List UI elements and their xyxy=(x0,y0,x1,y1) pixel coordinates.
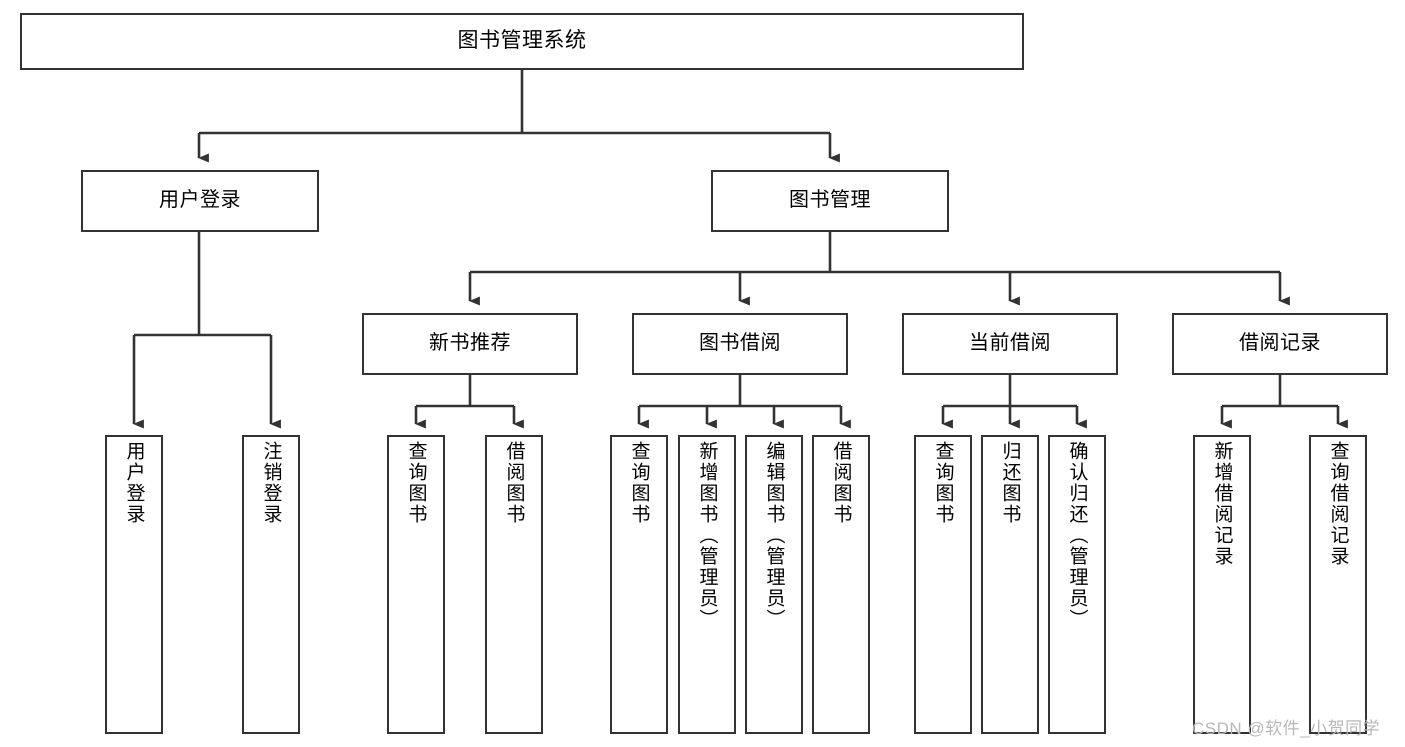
leaf-add-borrow-record[interactable]: 新增借阅记录 xyxy=(1193,435,1251,734)
node-label: 注销登录 xyxy=(260,441,282,525)
node-label: 新增借阅记录 xyxy=(1211,441,1233,567)
node-label: 归还图书 xyxy=(999,441,1021,525)
node-label: 编辑图书（管理员） xyxy=(763,441,785,630)
node-label: 借阅图书 xyxy=(503,441,525,525)
node-label: 用户登录 xyxy=(159,189,241,212)
node-user-login[interactable]: 用户登录 xyxy=(81,170,319,232)
node-label: 用户登录 xyxy=(123,441,145,525)
node-label: 借阅图书 xyxy=(830,441,852,525)
node-label: 查询图书 xyxy=(932,441,954,525)
node-label: 确认归还（管理员） xyxy=(1066,441,1088,630)
leaf-query-book-borrow[interactable]: 查询图书 xyxy=(610,435,668,734)
node-label: 图书借阅 xyxy=(699,332,781,355)
leaf-logout-login[interactable]: 注销登录 xyxy=(242,435,300,734)
leaf-borrow-book[interactable]: 借阅图书 xyxy=(812,435,870,734)
leaf-edit-book[interactable]: 编辑图书（管理员） xyxy=(745,435,803,734)
node-label: 新书推荐 xyxy=(429,332,511,355)
leaf-borrow-book-recommend[interactable]: 借阅图书 xyxy=(485,435,543,734)
node-label: 图书管理 xyxy=(789,189,871,212)
node-new-book-recommend[interactable]: 新书推荐 xyxy=(362,313,578,375)
node-book-borrow[interactable]: 图书借阅 xyxy=(632,313,848,375)
leaf-return-book[interactable]: 归还图书 xyxy=(981,435,1039,734)
node-label: 新增图书（管理员） xyxy=(696,441,718,630)
leaf-confirm-return[interactable]: 确认归还（管理员） xyxy=(1048,435,1106,734)
node-label: 查询图书 xyxy=(405,441,427,525)
node-root-book-management-system[interactable]: 图书管理系统 xyxy=(20,13,1024,70)
node-label: 当前借阅 xyxy=(969,332,1051,355)
node-label: 查询图书 xyxy=(628,441,650,525)
node-label: 借阅记录 xyxy=(1239,332,1321,355)
watermark-text: CSDN @软件_小贺同学 xyxy=(1192,719,1381,738)
node-label: 图书管理系统 xyxy=(457,29,587,53)
leaf-query-book-recommend[interactable]: 查询图书 xyxy=(387,435,445,734)
leaf-query-borrow-record[interactable]: 查询借阅记录 xyxy=(1309,435,1367,734)
node-current-borrow[interactable]: 当前借阅 xyxy=(902,313,1118,375)
leaf-query-book-current[interactable]: 查询图书 xyxy=(914,435,972,734)
node-book-management[interactable]: 图书管理 xyxy=(711,170,949,232)
node-label: 查询借阅记录 xyxy=(1327,441,1349,567)
leaf-user-login[interactable]: 用户登录 xyxy=(105,435,163,734)
leaf-add-book[interactable]: 新增图书（管理员） xyxy=(678,435,736,734)
node-borrow-record[interactable]: 借阅记录 xyxy=(1172,313,1388,375)
